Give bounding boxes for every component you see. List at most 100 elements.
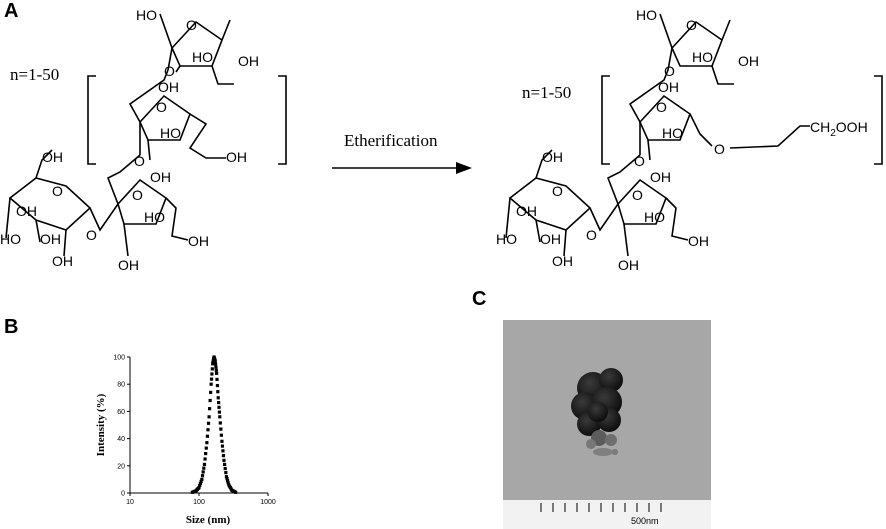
label-oh: OH xyxy=(42,149,63,165)
data-point xyxy=(199,479,203,484)
left-bracket-open xyxy=(87,75,96,165)
data-point xyxy=(207,407,212,411)
data-point xyxy=(221,454,226,458)
data-point xyxy=(206,421,211,425)
y-tick-label: 100 xyxy=(113,355,125,362)
label-ho: HO xyxy=(644,209,665,225)
data-point xyxy=(226,481,230,485)
label-o: O xyxy=(686,17,697,33)
y-tick-label: 0 xyxy=(121,491,125,498)
label-ho: HO xyxy=(636,7,657,23)
y-tick-label: 80 xyxy=(117,382,125,389)
data-point xyxy=(205,434,210,438)
label-ho: HO xyxy=(160,125,181,141)
label-oh: OH xyxy=(118,257,139,273)
label-o: O xyxy=(164,63,175,79)
data-point xyxy=(220,444,225,448)
label-ho: HO xyxy=(0,231,21,247)
data-point xyxy=(203,457,207,461)
repeat-units-right: n=1-50 xyxy=(522,83,571,102)
data-point xyxy=(223,466,227,471)
data-point xyxy=(215,377,219,382)
label-o: O xyxy=(632,187,643,203)
data-point xyxy=(209,382,213,386)
label-o: O xyxy=(186,17,197,33)
data-point xyxy=(211,362,215,366)
right-bracket-open xyxy=(601,75,610,165)
label-oh: OH xyxy=(16,203,37,219)
data-point xyxy=(220,439,224,443)
reaction-scheme: HO O HO O OH OH O HO OH O OH OH O OH HO … xyxy=(0,7,883,273)
x-tick-label: 100 xyxy=(193,499,205,506)
label-o: O xyxy=(156,99,167,115)
right-bottom-fructose-ring xyxy=(617,178,667,225)
label-oh: OH xyxy=(238,53,259,69)
y-tick-label: 20 xyxy=(117,463,125,470)
label-oh: OH xyxy=(188,233,209,249)
panel-label-b: B xyxy=(4,316,19,338)
label-o: O xyxy=(52,183,63,199)
data-point xyxy=(217,410,221,414)
label-oh: OH xyxy=(150,169,171,185)
data-point xyxy=(206,428,210,432)
left-top-fructose-ring xyxy=(171,20,223,67)
data-point xyxy=(208,398,212,403)
data-point xyxy=(234,490,238,494)
label-oh: OH xyxy=(542,149,563,165)
right-bracket-close xyxy=(874,75,883,165)
data-point xyxy=(197,485,201,490)
label-o: O xyxy=(552,183,563,199)
data-point xyxy=(198,481,203,486)
data-point xyxy=(221,449,225,453)
data-point xyxy=(216,396,220,400)
data-point xyxy=(200,477,204,481)
x-tick-label: 10 xyxy=(126,499,134,506)
data-point xyxy=(218,415,222,419)
data-point xyxy=(216,390,220,394)
label-ho: HO xyxy=(692,49,713,65)
right-mid-fructose-ring xyxy=(639,94,691,141)
label-ho: HO xyxy=(136,7,157,23)
data-point xyxy=(218,421,222,425)
label-o: O xyxy=(656,99,667,115)
data-point xyxy=(214,365,218,369)
label-oh: OH xyxy=(226,149,247,165)
label-ho: HO xyxy=(662,125,683,141)
data-point xyxy=(204,451,208,456)
data-point xyxy=(224,475,229,479)
panel-label-a: A xyxy=(4,0,19,22)
data-point xyxy=(201,470,205,474)
data-point xyxy=(225,477,229,481)
scale-bar-label: 500nm xyxy=(631,516,659,526)
left-bracket-close xyxy=(278,75,287,165)
label-oh: OH xyxy=(650,169,671,185)
label-oh: OH xyxy=(52,253,73,269)
data-point xyxy=(198,483,202,488)
label-oh: OH xyxy=(738,53,759,69)
label-o: O xyxy=(714,141,725,157)
data-point xyxy=(219,433,223,437)
label-oh: OH xyxy=(540,231,561,247)
scale-bar-ticks xyxy=(540,503,662,512)
label-ho: HO xyxy=(144,209,165,225)
data-point xyxy=(215,371,219,375)
data-point xyxy=(202,466,206,470)
data-point xyxy=(214,368,218,372)
data-point xyxy=(209,377,214,381)
repeat-units-left: n=1-50 xyxy=(10,65,59,84)
data-point xyxy=(226,479,230,483)
data-point xyxy=(222,462,227,467)
reaction-label: Etherification xyxy=(344,131,438,150)
nanoparticle-cluster xyxy=(571,368,623,456)
label-o: O xyxy=(664,63,675,79)
data-point xyxy=(224,471,228,475)
data-point xyxy=(209,390,213,394)
tem-image: 500nm xyxy=(503,320,711,529)
label-ho: HO xyxy=(192,49,213,65)
left-mid-fructose-ring xyxy=(139,94,191,141)
label-ho: HO xyxy=(496,231,517,247)
label-oh: OH xyxy=(516,203,537,219)
label-o: O xyxy=(634,153,645,169)
data-point xyxy=(207,415,211,419)
panel-label-c: C xyxy=(472,288,487,310)
